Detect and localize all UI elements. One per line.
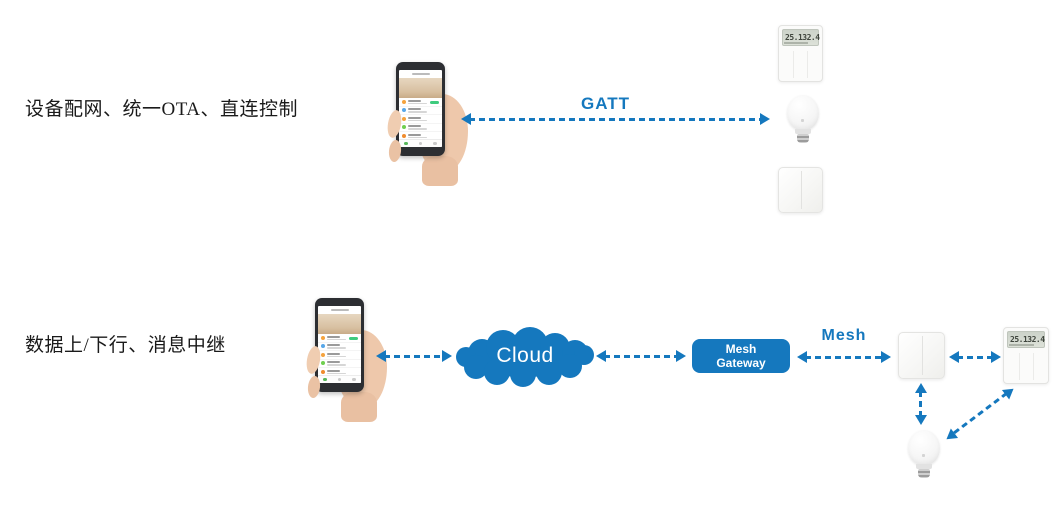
mesh-link-arrow [797, 350, 891, 364]
switch-bulb-arrow [914, 383, 928, 425]
device-icon-dot [402, 99, 406, 104]
mesh-row-label: 数据上/下行、消息中继 [25, 335, 226, 356]
phone-cloud-arrow [376, 349, 452, 363]
app-tabbar [318, 375, 361, 383]
status-badge [349, 336, 358, 340]
app-banner-photo [318, 314, 361, 334]
status-badge [430, 100, 439, 104]
sensor-lcd: 25.1 32.4 [782, 29, 820, 46]
sensor-bulb-arrow [942, 383, 1018, 445]
humidity-value: 32.4 [1027, 335, 1045, 344]
app-banner-photo [399, 78, 442, 98]
smartphone-in-hand [380, 52, 470, 187]
gatt-link-arrow [461, 112, 770, 126]
lcd-subrow [784, 42, 808, 44]
temperature-value: 25.1 [785, 33, 803, 42]
app-list-row [318, 334, 361, 343]
app-header [399, 70, 442, 78]
cloud-gateway-arrow [596, 349, 686, 363]
app-list-row [399, 115, 442, 124]
humidity-value: 32.4 [802, 33, 820, 42]
device-icon-dot [321, 352, 325, 357]
cloud-shape: Cloud [456, 327, 594, 387]
phone-screen [399, 70, 442, 147]
bulb-screw-base [797, 134, 809, 143]
bulb-glass [787, 95, 819, 130]
device-icon-dot [402, 125, 406, 130]
wall-switch [778, 167, 823, 213]
hand-finger [387, 139, 403, 163]
sensor-lcd: 25.1 32.4 [1007, 331, 1045, 348]
cloud-label: Cloud [496, 344, 554, 367]
bulb-screw-base [918, 469, 930, 478]
device-icon-dot [321, 344, 325, 349]
direct-row-label: 设备配网、统一OTA、直连控制 [25, 99, 299, 120]
app-header [318, 306, 361, 314]
device-icon-dot [321, 335, 325, 340]
mesh-gateway-box: Mesh Gateway [692, 339, 790, 373]
gateway-label-line2: Gateway [716, 356, 766, 370]
lcd-subrow [1009, 344, 1034, 346]
app-list-row [399, 98, 442, 107]
gatt-label: GATT [580, 94, 630, 113]
app-list-row [318, 351, 361, 360]
temp-humidity-sensor: 25.1 32.4 [778, 25, 823, 82]
wall-switch [898, 332, 945, 379]
gateway-label-line1: Mesh [725, 342, 757, 356]
device-icon-dot [402, 116, 406, 121]
phone-screen [318, 306, 361, 383]
app-list-row [318, 360, 361, 368]
app-list-row [399, 124, 442, 132]
device-icon-dot [402, 108, 406, 113]
phone-body [315, 298, 364, 392]
light-bulb [785, 95, 821, 147]
smartphone-in-hand [299, 288, 389, 423]
hand-wrist [341, 392, 377, 422]
switch-sensor-arrow [949, 350, 1001, 364]
temp-humidity-sensor: 25.1 32.4 [1003, 327, 1049, 384]
light-bulb [906, 430, 942, 482]
device-icon-dot [321, 361, 325, 366]
hand-finger [306, 375, 322, 399]
hand-wrist [422, 156, 458, 186]
device-icon-dot [402, 133, 406, 138]
app-list-row [399, 107, 442, 115]
bulb-glass [908, 430, 940, 465]
temperature-value: 25.1 [1010, 335, 1028, 344]
phone-body [396, 62, 445, 156]
app-tabbar [399, 139, 442, 147]
mesh-label: Mesh [821, 327, 867, 344]
app-list-row [318, 343, 361, 351]
device-icon-dot [321, 369, 325, 374]
